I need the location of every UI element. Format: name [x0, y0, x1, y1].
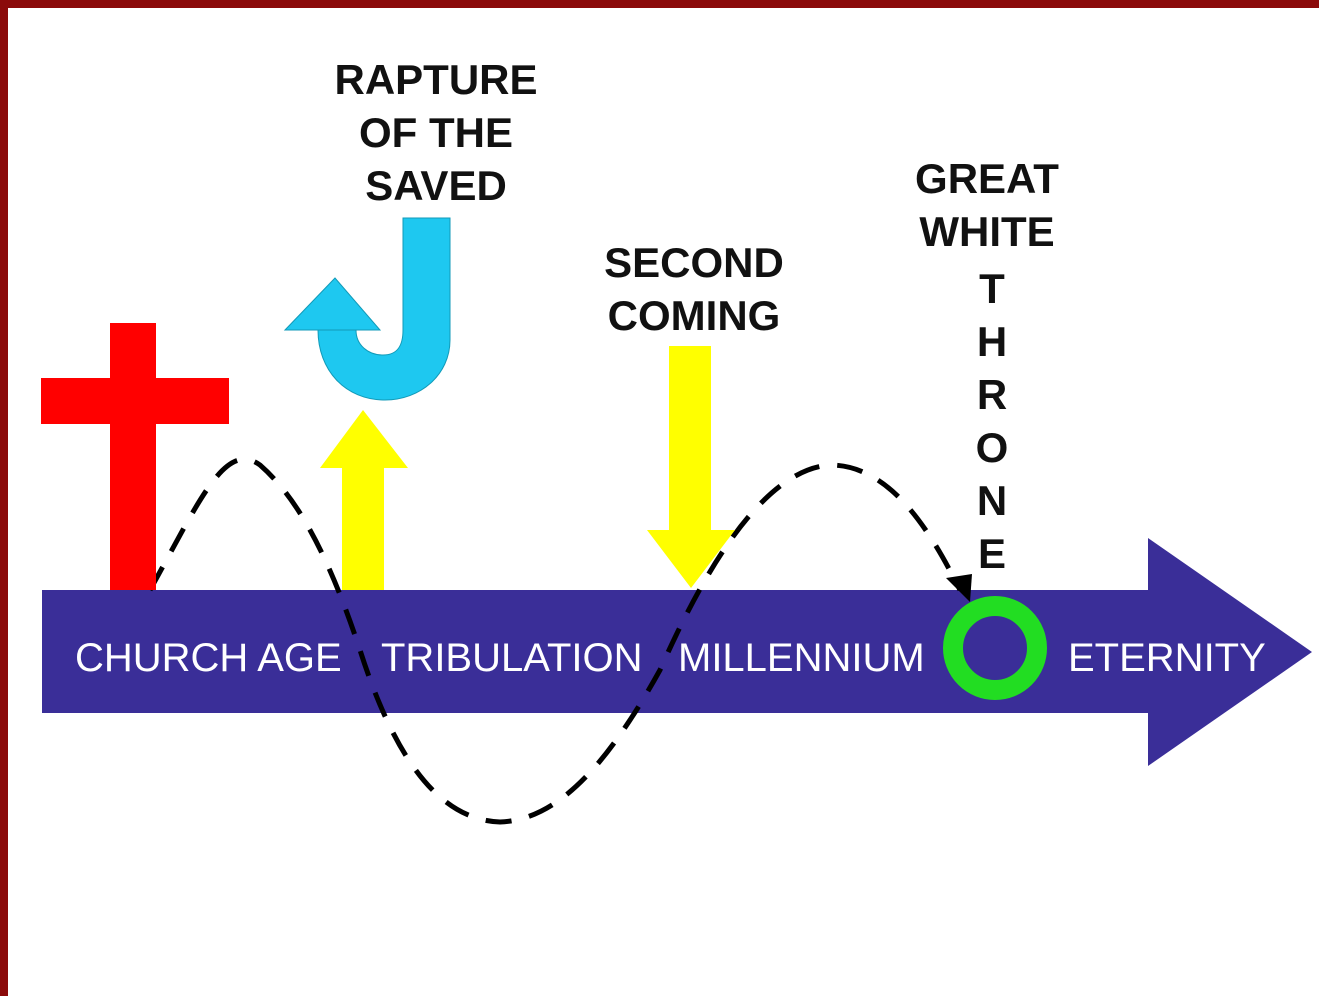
era-millennium: MILLENNIUM [678, 636, 925, 680]
throne-letter: N [977, 477, 1007, 524]
throne-letter: T [979, 265, 1005, 312]
rapture-line-1: RAPTURE [334, 56, 537, 103]
arrow-down-icon [647, 346, 735, 588]
great-white-throne-label: GREAT WHITE T H R O N E [915, 155, 1059, 577]
hook-arrow-icon [283, 217, 451, 401]
rapture-label: RAPTURE OF THE SAVED [334, 56, 537, 209]
ring-icon [943, 596, 1047, 700]
timeline-arrow [42, 538, 1312, 766]
frame-border-left [0, 0, 8, 996]
arrow-up-icon [320, 410, 408, 590]
throne-letter: E [978, 530, 1006, 577]
throne-letter: H [977, 318, 1007, 365]
rapture-line-2: OF THE [359, 109, 513, 156]
cross-icon [41, 323, 229, 590]
era-church-age: CHURCH AGE [75, 636, 342, 680]
rapture-line-3: SAVED [365, 162, 507, 209]
throne-letter: R [977, 371, 1007, 418]
second-coming-line-1: SECOND [604, 239, 784, 286]
wave-end-arrow-icon [946, 574, 972, 602]
era-eternity: ETERNITY [1068, 636, 1266, 680]
dashed-wave [147, 456, 963, 825]
great-white-line-2: WHITE [919, 208, 1054, 255]
second-coming-label: SECOND COMING [604, 239, 784, 339]
era-tribulation: TRIBULATION [381, 636, 643, 680]
great-white-line-1: GREAT [915, 155, 1059, 202]
frame-border-top [0, 0, 1319, 8]
throne-letter: O [976, 424, 1009, 471]
second-coming-line-2: COMING [608, 292, 781, 339]
